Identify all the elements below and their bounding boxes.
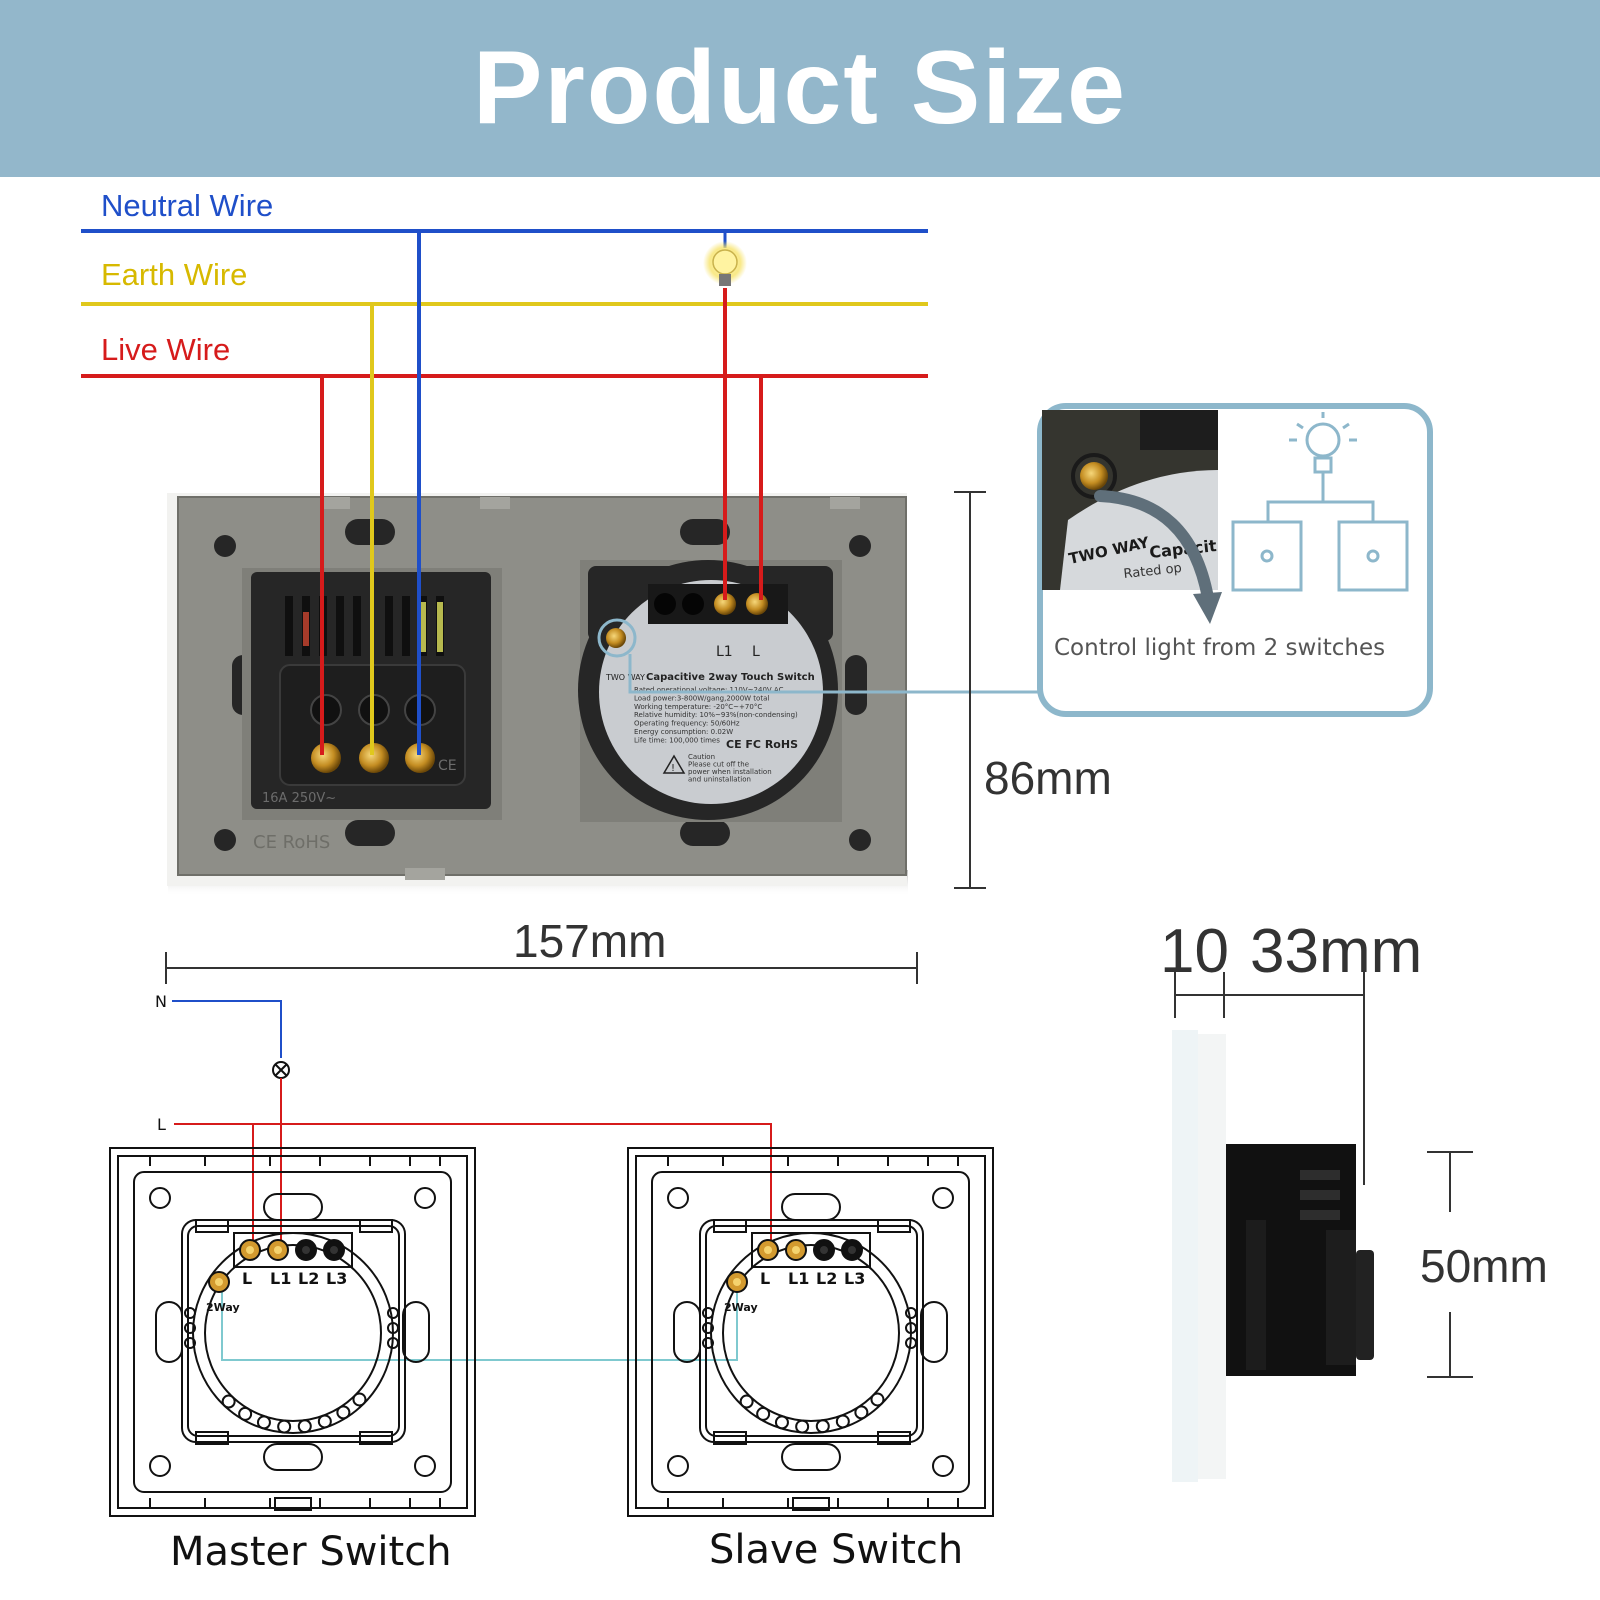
callout-connector <box>628 654 1040 694</box>
switch-2way-terminal <box>606 628 626 648</box>
schematic-l-label: L <box>157 1115 166 1134</box>
two-switch-bulb-icon <box>1231 412 1409 592</box>
twoway-label: 2Way <box>724 1301 758 1314</box>
master-switch-caption: Master Switch <box>170 1529 452 1575</box>
switch-l1-label: L1 <box>716 644 733 660</box>
wire-legend: Neutral Wire Earth Wire Live Wire <box>101 188 273 367</box>
master-switch-plate: L L1 L2 L3 2Way <box>109 1147 476 1517</box>
svg-text:!: ! <box>671 763 675 774</box>
terminal-label: L3 <box>844 1269 865 1288</box>
switch-spec-list: Rated operational voltage: 110V~240V ACL… <box>634 686 798 744</box>
socket-rating: 16A 250V~ <box>262 791 336 806</box>
spec-line: Relative humidity: 10%~93%(non-condensin… <box>634 711 798 719</box>
height-dimension-label: 86mm <box>984 752 1112 804</box>
side-profile: 10 33mm <box>1160 917 1422 1482</box>
switch-title: Capacitive 2way Touch Switch <box>646 672 815 683</box>
glass-thickness-label: 10 <box>1160 917 1229 986</box>
caution-line: power when installation <box>688 768 772 776</box>
terminal-label: L2 <box>298 1269 319 1288</box>
schematic-lamp-icon <box>272 1061 290 1079</box>
neutral-wire-label: Neutral Wire <box>101 188 273 223</box>
terminal-label: L <box>242 1269 252 1288</box>
terminal-label: L <box>760 1269 770 1288</box>
width-dimension-label: 157mm <box>513 915 666 967</box>
spec-line: Life time: 100,000 times <box>634 736 720 744</box>
socket-ce-mark: CE <box>438 758 457 774</box>
switch-l1-terminal <box>714 593 736 615</box>
spec-line: Energy consumption: 0.02W <box>634 728 733 736</box>
earth-wire-label: Earth Wire <box>101 257 247 292</box>
depth-dimension <box>1427 1151 1473 1378</box>
terminal-label: L1 <box>270 1269 291 1288</box>
switch-l-label: L <box>752 644 760 660</box>
caution-line: and uninstallation <box>688 776 751 784</box>
two-way-callout: TWO WAY Capacit Rated op <box>1037 403 1433 717</box>
callout-text: Control light from 2 switches <box>1054 635 1385 661</box>
terminal-label: L1 <box>788 1269 809 1288</box>
caution-line: Please cut off the <box>688 761 749 769</box>
socket-live-terminal <box>311 743 341 773</box>
spec-line: Working temperature: -20°C~+70°C <box>634 703 762 711</box>
spec-line: Load power:3-800W/gang,2000W total <box>634 694 769 702</box>
touch-switch-module: L1 L TWO WAY Capacitive 2way Touch Switc… <box>578 560 842 822</box>
height-dimension <box>954 491 986 889</box>
callout-label-line3: Rated op <box>1123 561 1183 582</box>
spec-line: Rated operational voltage: 110V~240V AC <box>634 686 784 694</box>
terminal-label: L3 <box>326 1269 347 1288</box>
socket-neutral-terminal <box>405 743 435 773</box>
light-bulb-icon <box>703 241 747 286</box>
drop-wires <box>320 231 763 755</box>
switch-corner-label: TWO WAY <box>605 673 645 682</box>
switch-certs: CE FC RoHS <box>726 738 798 751</box>
depth-dimension-label: 50mm <box>1420 1240 1548 1292</box>
live-wire-label: Live Wire <box>101 332 230 367</box>
title-banner: Product Size <box>0 0 1600 177</box>
terminal-label: L2 <box>816 1269 837 1288</box>
caution-line: Caution <box>688 753 715 761</box>
slave-switch-plate: L L1 L2 L3 2Way <box>627 1147 994 1517</box>
schematic-n-label: N <box>155 992 167 1011</box>
width-dimension <box>165 952 918 984</box>
switch-l-terminal <box>746 593 768 615</box>
spec-line: Operating frequency: 50/60Hz <box>634 720 740 728</box>
socket-earth-terminal <box>359 743 389 773</box>
schematic-wiring: N L <box>155 992 772 1361</box>
plate-marks: CE RoHS <box>253 832 330 853</box>
slave-switch-caption: Slave Switch <box>709 1527 963 1573</box>
page-title: Product Size <box>473 30 1127 146</box>
body-depth-label: 33mm <box>1250 917 1422 986</box>
callout-arrow-icon <box>1094 490 1214 604</box>
twoway-label: 2Way <box>206 1301 240 1314</box>
